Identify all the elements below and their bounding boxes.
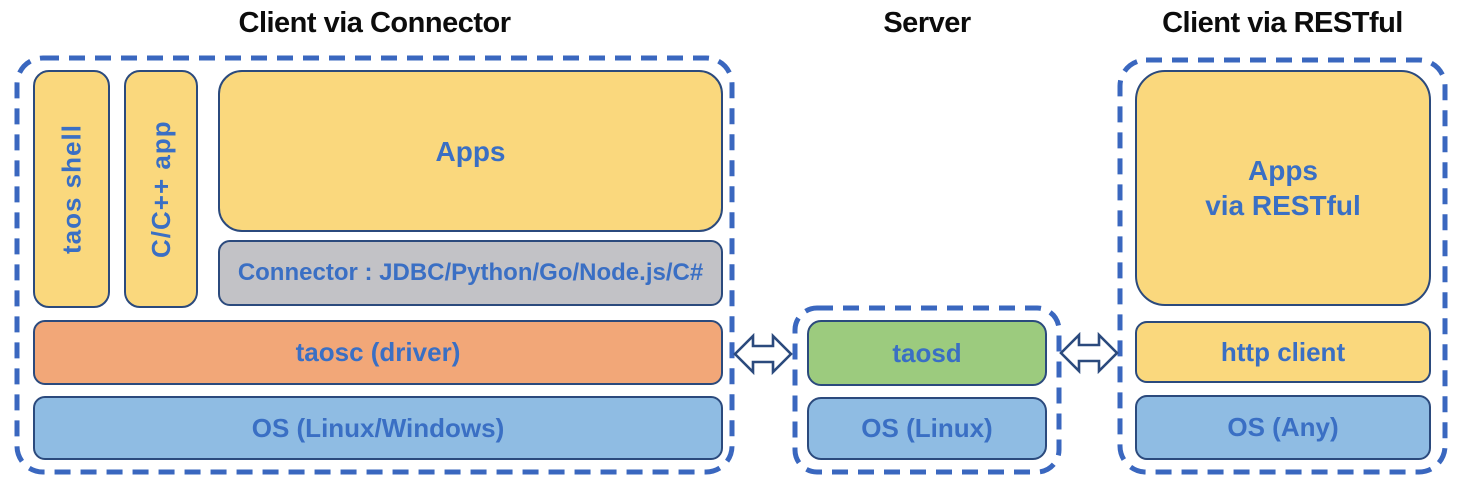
double-headed-arrow-icon xyxy=(1059,331,1119,375)
server-group: taosd OS (Linux) xyxy=(792,305,1062,475)
double-headed-arrow-icon xyxy=(733,332,793,376)
section-title-client-via-connector: Client via Connector xyxy=(238,7,512,39)
os-linux-windows-box: OS (Linux/Windows) xyxy=(33,396,723,460)
taos-shell-box: taos shell xyxy=(33,70,110,308)
os-linux-box: OS (Linux) xyxy=(807,397,1047,460)
apps-via-restful-box: Apps via RESTful xyxy=(1135,70,1431,306)
apps-box: Apps xyxy=(218,70,723,232)
section-title-server: Server xyxy=(883,7,971,39)
dashed-border xyxy=(792,305,1062,475)
taosc-driver-box: taosc (driver) xyxy=(33,320,723,385)
client-via-connector-group: taos shell C/C++ app Apps Connector : JD… xyxy=(14,55,735,475)
dashed-border xyxy=(14,55,735,475)
cpp-app-box: C/C++ app xyxy=(124,70,198,308)
section-title-client-via-restful: Client via RESTful xyxy=(1162,7,1403,39)
http-client-box: http client xyxy=(1135,321,1431,383)
taosd-box: taosd xyxy=(807,320,1047,386)
dashed-border xyxy=(1117,57,1448,475)
client-via-restful-group: Apps via RESTful http client OS (Any) xyxy=(1117,57,1448,475)
os-any-box: OS (Any) xyxy=(1135,395,1431,460)
connector-bar-box: Connector : JDBC/Python/Go/Node.js/C# xyxy=(218,240,723,306)
